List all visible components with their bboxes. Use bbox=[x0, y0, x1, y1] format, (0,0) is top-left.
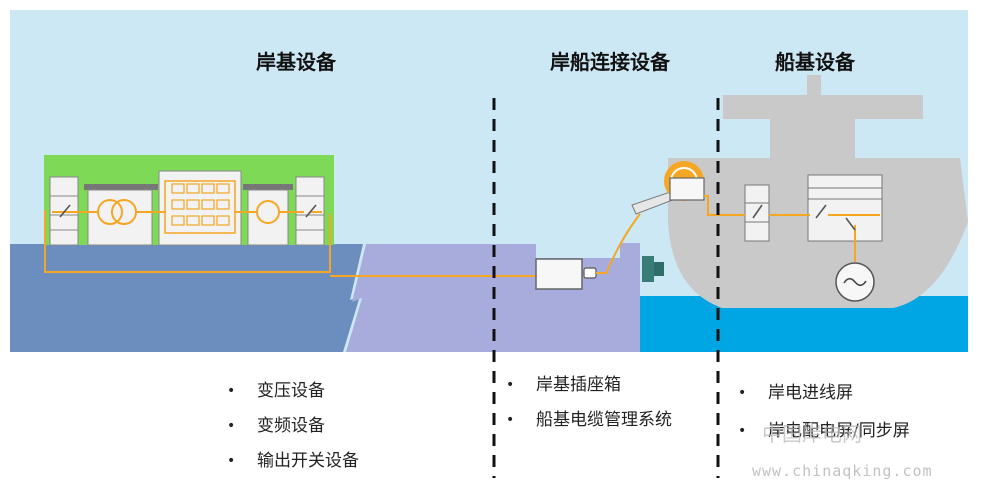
ship-panels bbox=[744, 174, 883, 242]
heading-connection: 岸船连接设备 bbox=[550, 50, 670, 74]
list-item: 变压设备 bbox=[227, 374, 359, 409]
shore-land bbox=[10, 244, 363, 352]
list-item: 输出开关设备 bbox=[227, 444, 359, 479]
list-item: 船基电缆管理系统 bbox=[506, 403, 672, 438]
list-item: 岸电配电屏/同步屏 bbox=[738, 412, 910, 450]
heading-ship: 船基设备 bbox=[775, 50, 855, 74]
generator-icon bbox=[835, 262, 875, 302]
watermark-url: www.chinaqking.com bbox=[752, 462, 933, 480]
heading-shore: 岸基设备 bbox=[256, 50, 336, 74]
plug-icon bbox=[583, 267, 606, 279]
list-item: 岸电进线屏 bbox=[738, 374, 910, 412]
bollard-icon bbox=[642, 256, 664, 282]
list-item: 变频设备 bbox=[227, 409, 359, 444]
watermark-cn: 中国岸电网 bbox=[762, 422, 862, 446]
socket-box bbox=[535, 258, 583, 290]
substation bbox=[44, 155, 334, 246]
shore-cable bbox=[44, 210, 536, 277]
list-item: 岸基插座箱 bbox=[506, 368, 672, 403]
ship-equipment-list: 岸电进线屏 岸电配电屏/同步屏 bbox=[738, 374, 910, 450]
connection-equipment-list: 岸基插座箱 船基电缆管理系统 bbox=[506, 368, 672, 438]
shore-equipment-list: 变压设备 变频设备 输出开关设备 bbox=[227, 374, 359, 479]
switch-icons bbox=[59, 204, 317, 218]
ship-cable bbox=[704, 195, 880, 262]
ship-switch-icons bbox=[752, 204, 856, 231]
cable-reel bbox=[605, 161, 705, 275]
ship bbox=[668, 75, 968, 308]
